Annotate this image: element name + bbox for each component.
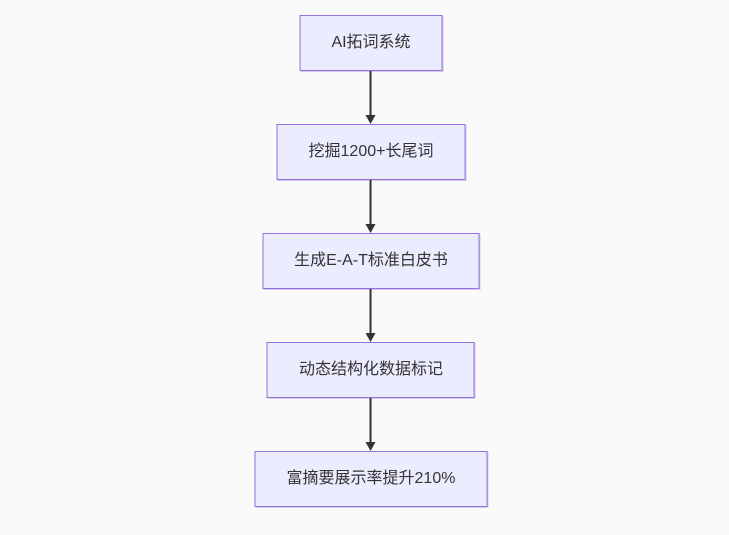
edge-line	[370, 398, 372, 442]
flow-node-step-5: 富摘要展示率提升210%	[254, 451, 488, 507]
flow-node-step-2: 挖掘1200+长尾词	[276, 124, 466, 180]
flowchart: AI拓词系统 挖掘1200+长尾词 生成E-A-T标准白皮书 动态结构化数据标记	[254, 15, 488, 507]
flow-node-step-3: 生成E-A-T标准白皮书	[262, 233, 480, 289]
edge-line	[370, 180, 372, 224]
arrowhead-down-icon	[366, 442, 376, 451]
flow-node-label: AI拓词系统	[331, 34, 411, 51]
flow-edge-1-2	[366, 71, 376, 124]
flow-node-label: 富摘要展示率提升210%	[286, 470, 456, 487]
arrowhead-down-icon	[366, 115, 376, 124]
flow-node-label: 挖掘1200+长尾词	[308, 143, 434, 160]
arrowhead-down-icon	[366, 333, 376, 342]
edge-line	[370, 71, 372, 115]
flow-node-label: 生成E-A-T标准白皮书	[294, 252, 448, 269]
edge-line	[370, 289, 372, 333]
arrowhead-down-icon	[366, 224, 376, 233]
flow-edge-4-5	[366, 398, 376, 451]
flow-node-label: 动态结构化数据标记	[298, 361, 443, 378]
flow-edge-2-3	[366, 180, 376, 233]
flow-node-step-4: 动态结构化数据标记	[266, 342, 475, 398]
flow-node-step-1: AI拓词系统	[299, 15, 443, 71]
flow-edge-3-4	[366, 289, 376, 342]
